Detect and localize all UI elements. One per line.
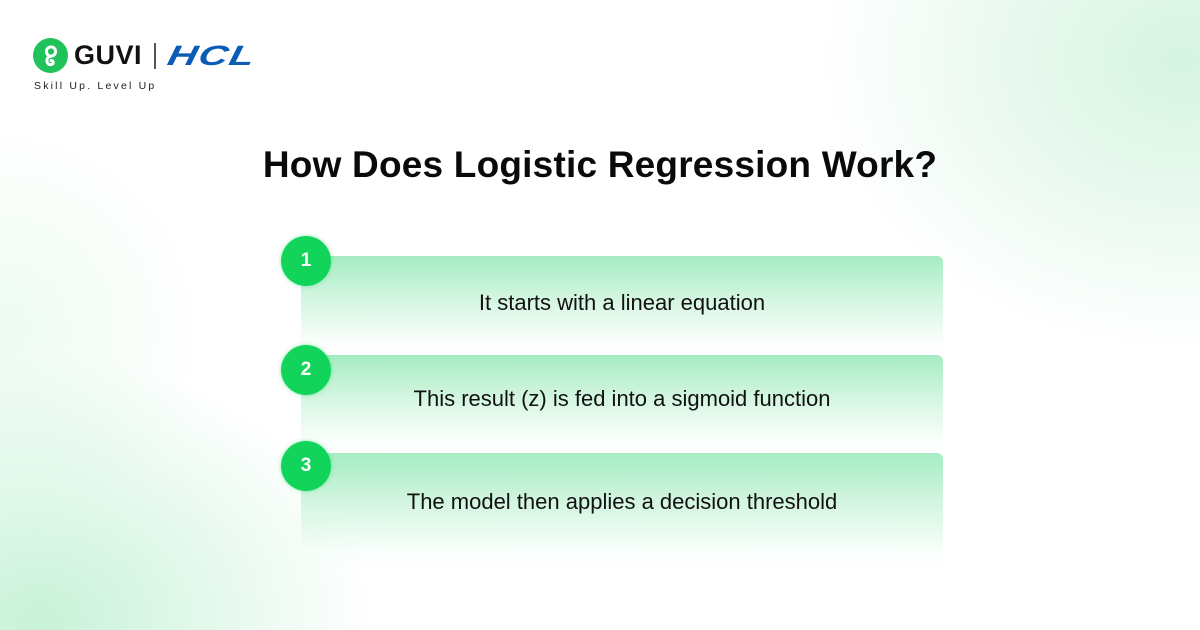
step-card-3: The model then applies a decision thresh… — [301, 453, 943, 568]
step-text: This result (z) is fed into a sigmoid fu… — [413, 386, 831, 411]
step-number: 2 — [300, 359, 312, 380]
guvi-logo-icon — [33, 38, 68, 73]
step-number: 3 — [300, 455, 312, 476]
hcl-wordmark: HCL — [164, 39, 259, 71]
step-number-badge-1: 1 — [281, 236, 331, 286]
step-number-badge-2: 2 — [281, 345, 331, 395]
brand-logo: GUVI HCL — [33, 38, 259, 73]
step-number: 1 — [300, 250, 312, 271]
step-text: The model then applies a decision thresh… — [406, 489, 838, 514]
page-title: How Does Logistic Regression Work? — [262, 144, 938, 185]
step-text: It starts with a linear equation — [478, 290, 766, 315]
step-number-badge-3: 3 — [281, 441, 331, 491]
logo-divider — [154, 42, 156, 69]
step-card-2: This result (z) is fed into a sigmoid fu… — [301, 355, 943, 453]
brand-tagline: Skill Up. Level Up — [34, 80, 157, 92]
guvi-wordmark: GUVI — [74, 40, 143, 70]
step-card-1: It starts with a linear equation — [301, 256, 943, 355]
